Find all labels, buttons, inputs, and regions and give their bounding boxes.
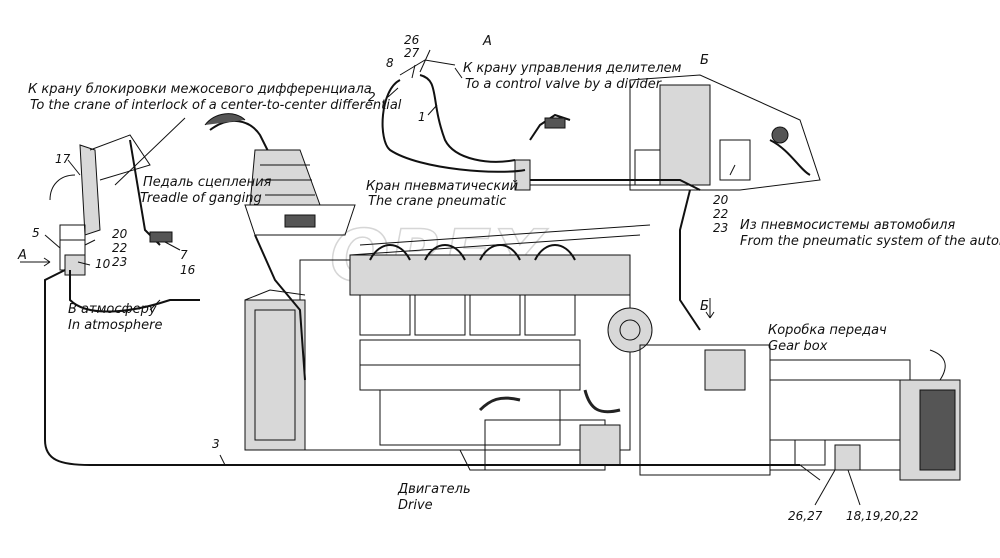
callout-26-27-bottom: 26,27: [788, 509, 823, 523]
label-interlock-ru: К крану блокировки межосевого дифференци…: [28, 82, 372, 97]
callout-23-right: 23: [713, 221, 728, 235]
label-engine-en: Drive: [398, 498, 433, 513]
label-pedal-ru: Педаль сцепления: [143, 175, 272, 190]
callout-22-right: 22: [713, 207, 728, 221]
detail-b-view: [629, 74, 821, 191]
callout-1: 1: [418, 110, 426, 124]
label-pneumo-en: From the pneumatic system of the automob…: [740, 234, 1000, 249]
label-view-b-mid: Б: [700, 299, 709, 314]
callout-8: 8: [386, 56, 394, 70]
label-crane-en: The crane pneumatic: [368, 194, 506, 209]
callout-20-left: 20: [112, 227, 128, 241]
callout-17: 17: [55, 152, 71, 166]
pipelines: [44, 59, 821, 481]
callout-23-left: 23: [112, 255, 127, 269]
callout-20-right: 20: [713, 193, 729, 207]
gear-lever: [204, 113, 356, 236]
callout-3: 3: [212, 437, 220, 451]
callout-18-19-20-22: 18,19,20,22: [846, 509, 919, 523]
label-view-a-top: А: [482, 34, 492, 49]
label-pedal-en: Treadle of ganging: [140, 191, 262, 206]
label-pneumo-ru: Из пневмосистемы автомобиля: [740, 218, 955, 233]
engine-block: [244, 224, 653, 471]
label-divider-ru: К крану управления делителем: [463, 61, 682, 76]
label-crane-ru: Кран пневматический: [366, 179, 518, 194]
callout-26-top: 26: [404, 33, 420, 47]
label-atmos-en: In atmosphere: [68, 318, 163, 333]
callout-2: 2: [368, 90, 376, 104]
label-gearbox-ru: Коробка передач: [768, 323, 887, 338]
label-view-a-left: А: [17, 248, 27, 263]
callout-27-top: 27: [404, 46, 420, 60]
label-engine-ru: Двигатель: [397, 482, 471, 497]
callout-5: 5: [32, 226, 40, 240]
label-interlock-en: To the crane of interlock of a center-to…: [30, 98, 402, 113]
gear-box: [639, 344, 961, 481]
label-view-b-top: Б: [700, 53, 709, 68]
label-atmos-ru: В атмосферу: [68, 302, 157, 317]
callout-16: 16: [180, 263, 196, 277]
label-gearbox-en: Gear box: [768, 339, 828, 354]
callout-10: 10: [95, 257, 111, 271]
leader-lines: [20, 49, 861, 506]
pneumatic-crane: [514, 113, 571, 191]
label-divider-en: To a control valve by a divider: [465, 77, 663, 92]
callout-7: 7: [180, 248, 188, 262]
callout-22-left: 22: [112, 241, 127, 255]
